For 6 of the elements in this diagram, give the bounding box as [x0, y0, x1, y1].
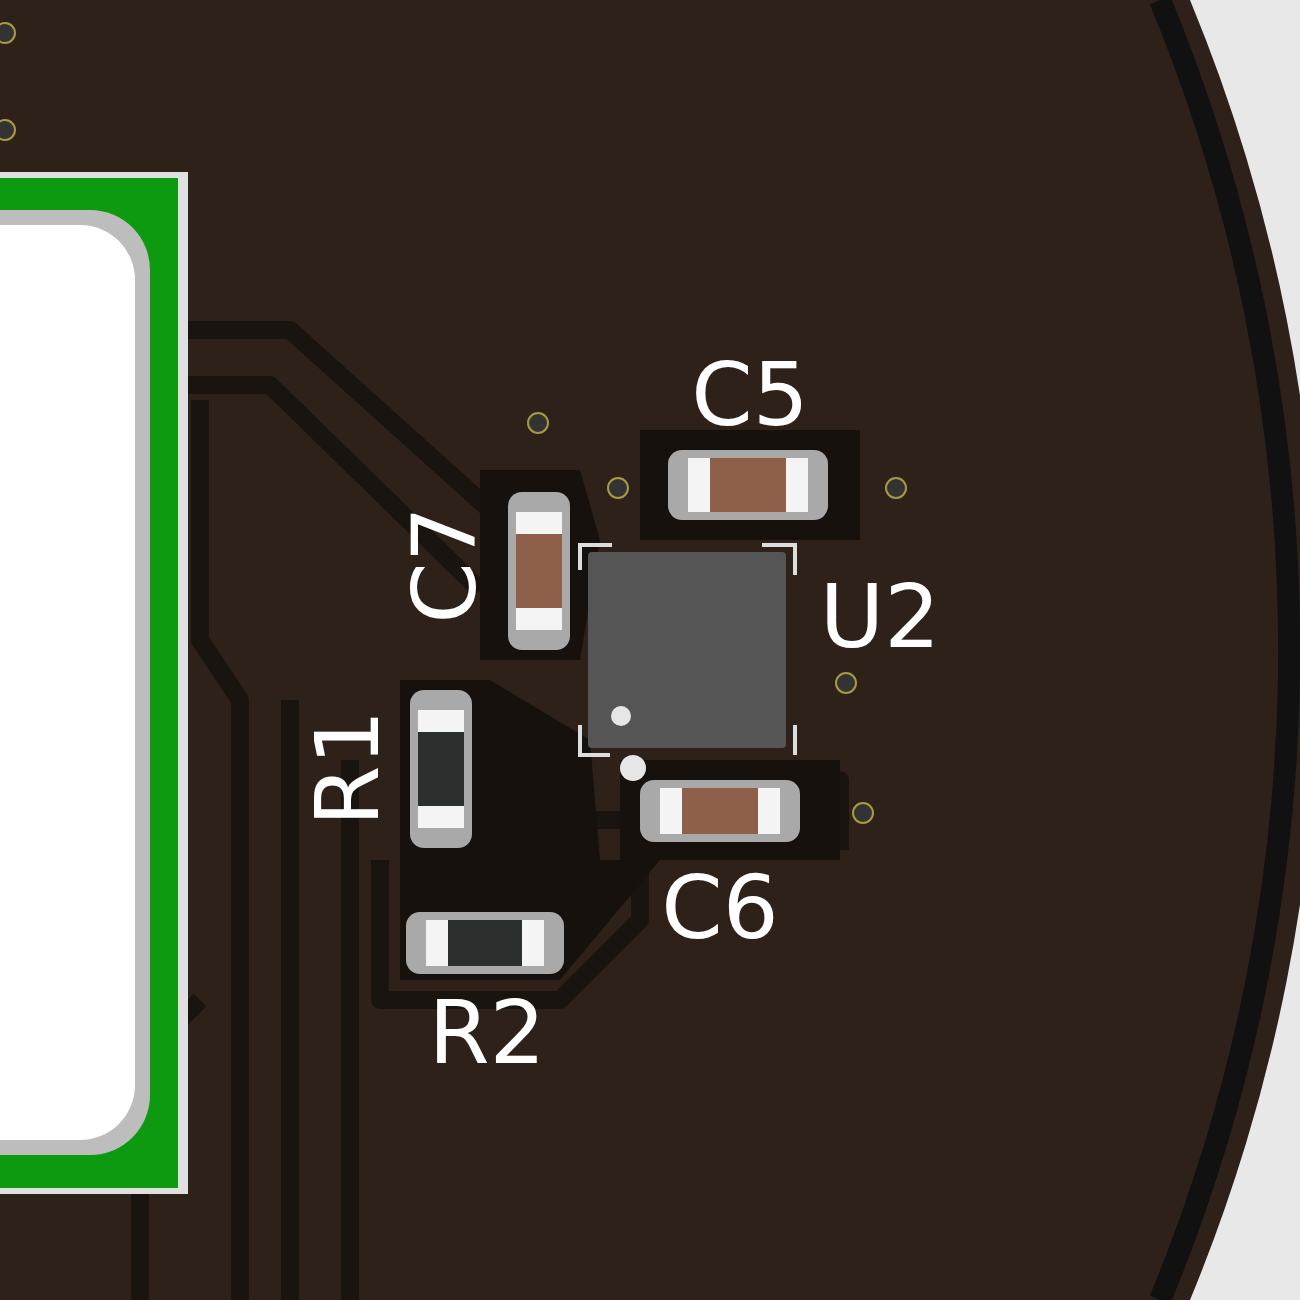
reference-designator: R1	[304, 709, 392, 827]
reference-designator: R2	[428, 989, 546, 1077]
reference-designator: C5	[691, 351, 809, 439]
reference-designator: C6	[661, 864, 779, 952]
reference-designator: C7	[401, 506, 489, 624]
reference-designator: U2	[819, 573, 941, 661]
